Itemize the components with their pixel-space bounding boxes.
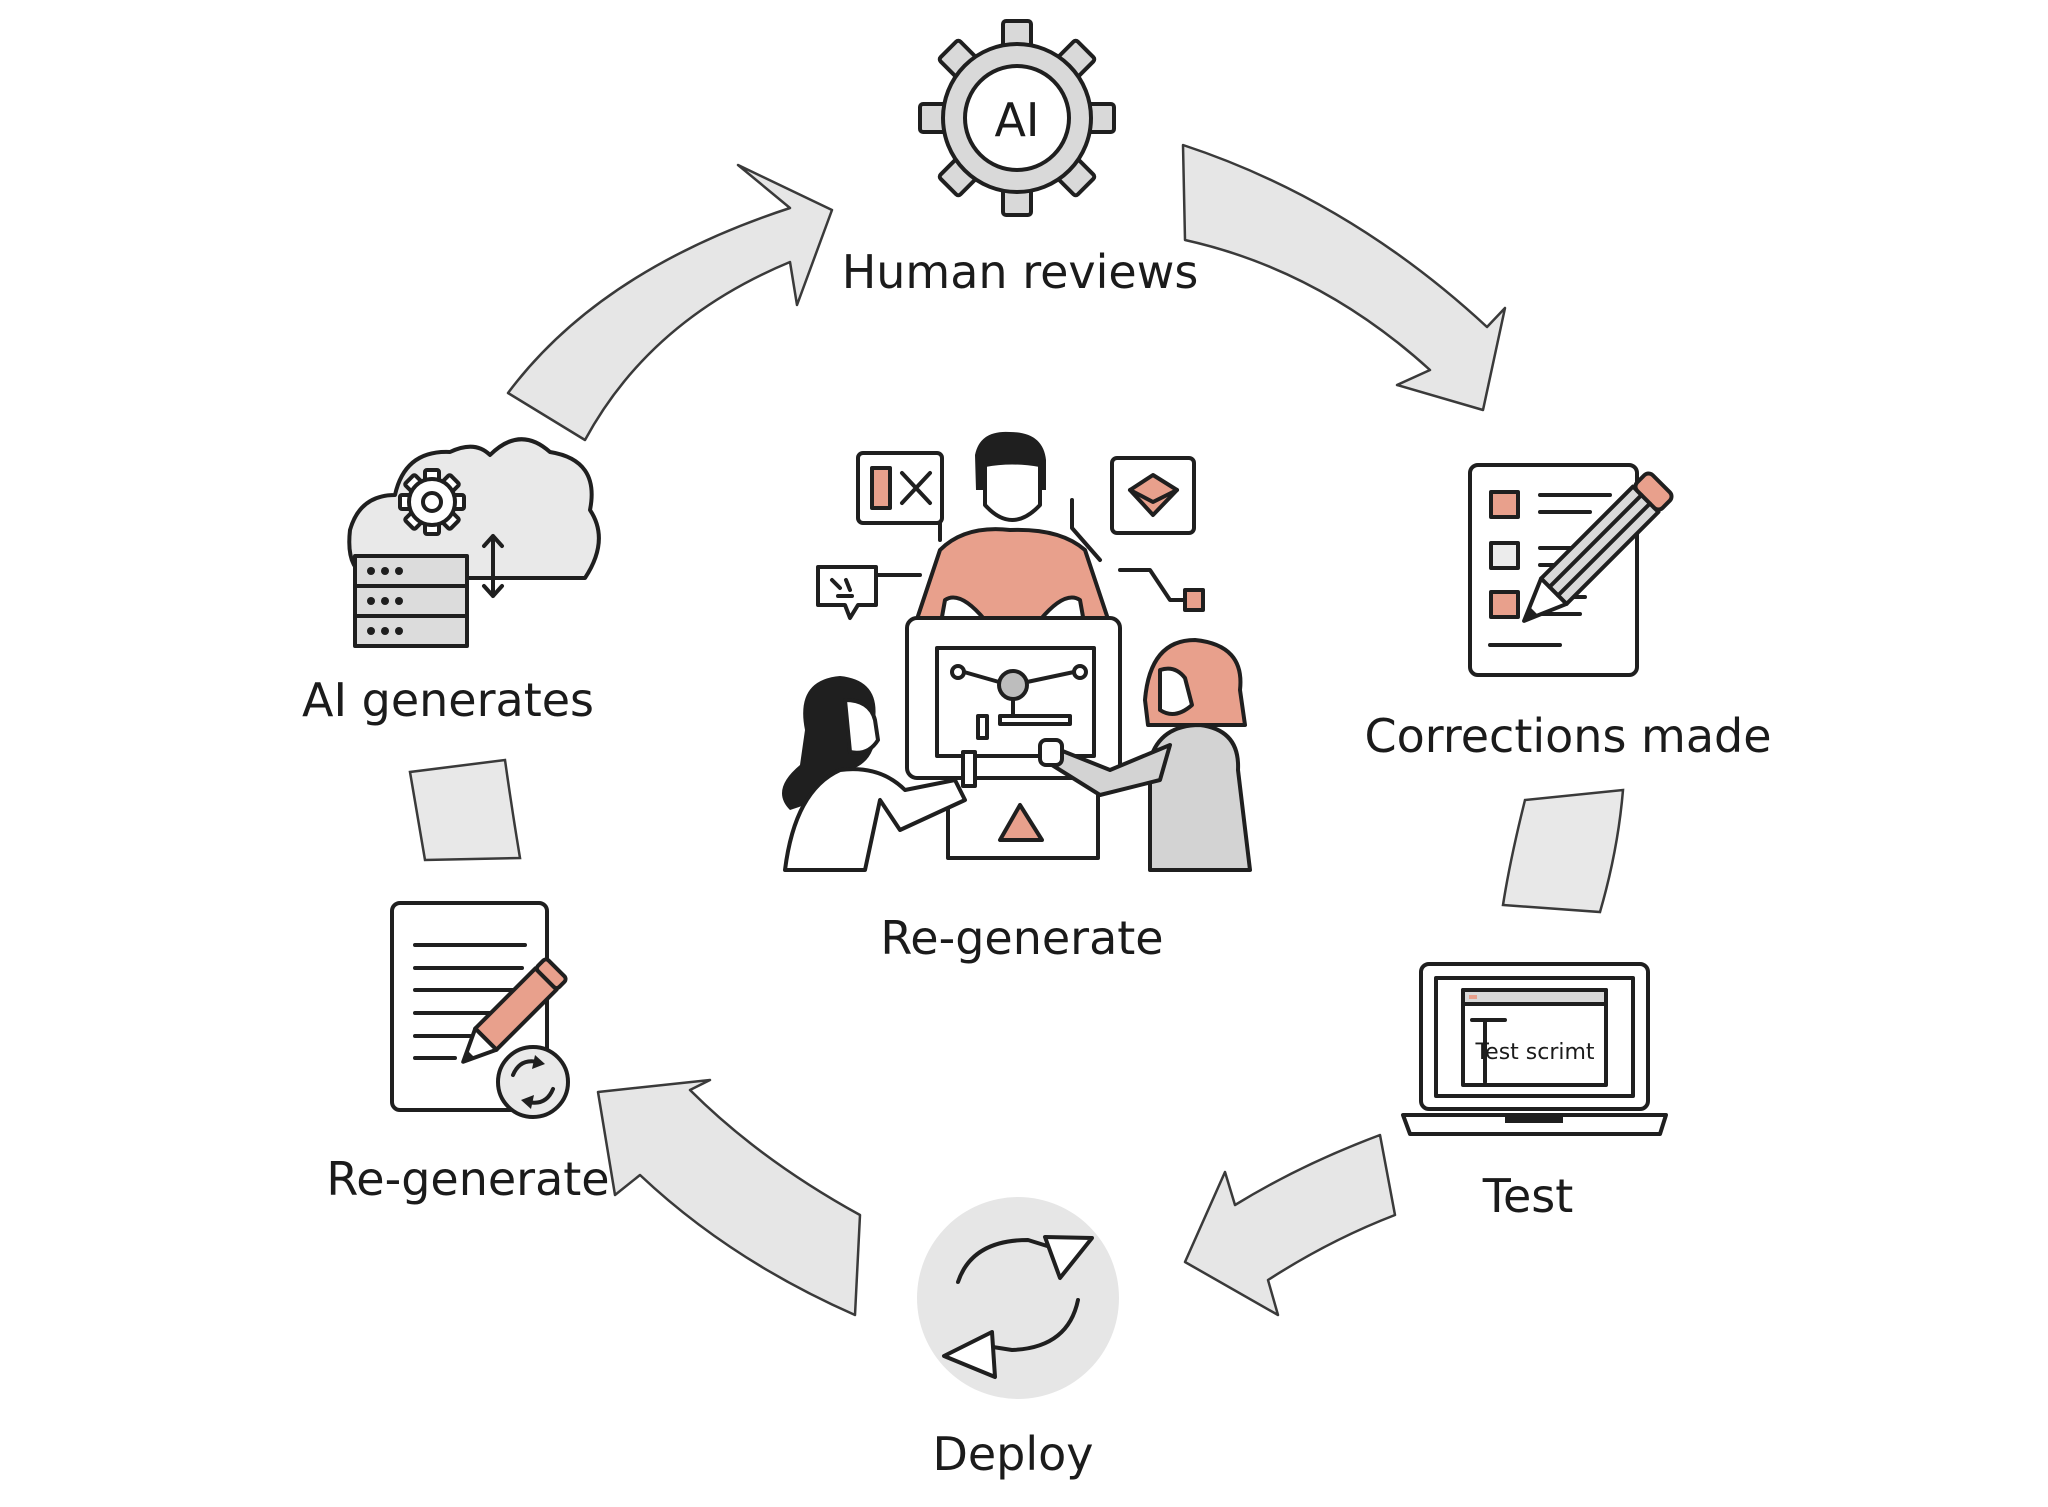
label-ai-generates: AI generates xyxy=(302,673,594,727)
label-deploy: Deploy xyxy=(932,1427,1093,1481)
arrow-regenerate-to-ai-generates xyxy=(408,758,522,862)
label-regenerate-center: Re-generate xyxy=(880,911,1163,965)
label-human-reviews: Human reviews xyxy=(842,245,1199,299)
arrow-deploy-to-regenerate xyxy=(596,1078,862,1317)
gear-ai-text: AI xyxy=(994,93,1039,147)
laptop-screen-text: Test scrimt xyxy=(1474,1040,1594,1065)
laptop-icon: Test scrimt xyxy=(1401,962,1668,1136)
arrow-ai-generates-to-human-reviews xyxy=(506,163,834,442)
cloud-server-icon xyxy=(347,437,601,648)
team-collaboration-illustration xyxy=(782,431,1252,872)
ai-gear-icon: AI xyxy=(918,19,1116,217)
label-regenerate-bottom-left: Re-generate xyxy=(326,1152,609,1206)
arrow-corrections-to-test xyxy=(1501,788,1625,914)
checklist-pencil-icon xyxy=(1468,463,1674,677)
arrow-human-reviews-to-corrections xyxy=(1181,143,1507,412)
refresh-cycle-icon xyxy=(917,1197,1119,1399)
label-test: Test xyxy=(1482,1169,1574,1223)
document-regenerate-icon xyxy=(390,901,570,1119)
arrow-test-to-deploy xyxy=(1183,1133,1397,1317)
label-corrections-made: Corrections made xyxy=(1364,709,1771,763)
